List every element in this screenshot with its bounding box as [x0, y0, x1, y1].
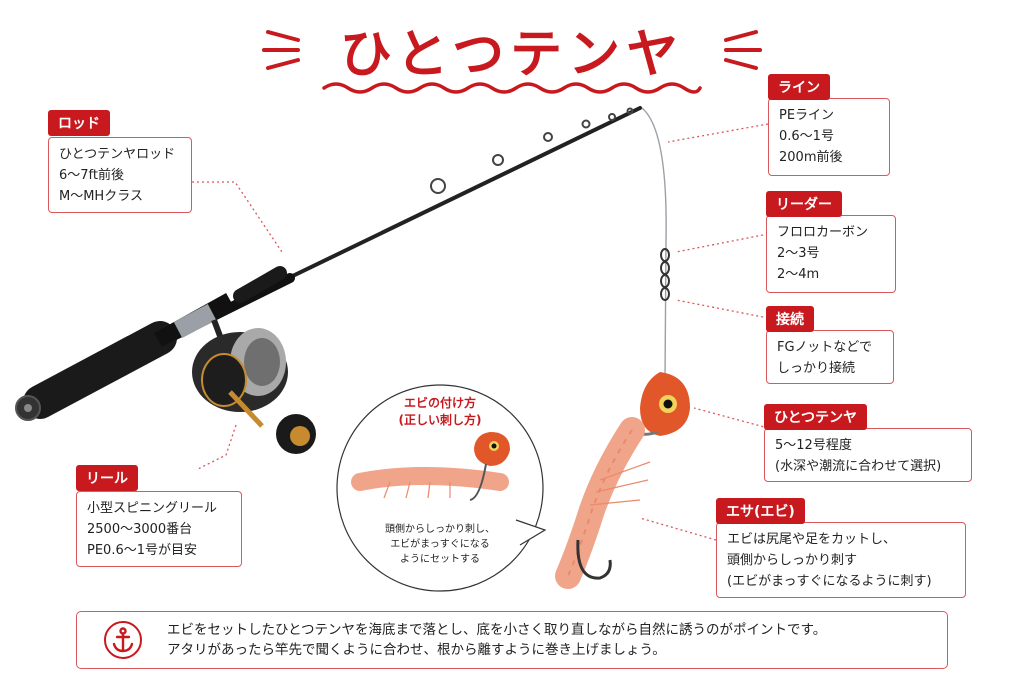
reel-tag: リール: [76, 465, 138, 491]
line-tag: ライン: [768, 74, 830, 100]
tenya-jig-icon: [628, 372, 690, 436]
bait-tag: エサ(エビ): [716, 498, 805, 524]
title-deco-left-icon: [262, 30, 300, 70]
leader-tag: リーダー: [766, 191, 842, 217]
title-deco-right-icon: [724, 30, 762, 70]
bubble-title: エビの付け方 (正しい刺し方): [398, 396, 482, 427]
reel-icon: [192, 318, 316, 454]
title-wave-icon: [322, 82, 702, 94]
tenya-tag: ひとつテンヤ: [764, 404, 868, 430]
rod-icon: [15, 106, 642, 421]
reel-info-box: 小型スピニングリール 2500〜3000番台 PE0.6〜1号が目安: [76, 491, 242, 567]
line-info-box: PEライン 0.6〜1号 200m前後: [768, 98, 890, 176]
rod-info-box: ひとつテンヤロッド 6〜7ft前後 M〜MHクラス: [48, 137, 192, 213]
leader-info-box: フロロカーボン 2〜3号 2〜4m: [766, 215, 896, 293]
swivel-icon: [660, 248, 670, 301]
bottom-note: エビをセットしたひとつテンヤを海底まで落とし、底を小さく取り直しながら自然に誘う…: [76, 611, 948, 669]
knot-tag: 接続: [766, 306, 814, 332]
bait-tip-bubble: [336, 384, 547, 592]
fishing-line: [641, 107, 667, 383]
anchor-icon: [104, 621, 142, 659]
bottom-note-text: エビをセットしたひとつテンヤを海底まで落とし、底を小さく取り直しながら自然に誘う…: [167, 622, 827, 658]
rod-tag: ロッド: [48, 110, 110, 136]
knot-info-box: FGノットなどで しっかり接続: [766, 330, 894, 384]
shrimp-bait-icon: [555, 417, 651, 589]
page-title: ひとつテンヤ: [339, 25, 685, 85]
tenya-info-box: 5〜12号程度 (水深や潮流に合わせて選択): [764, 428, 972, 482]
bait-info-box: エビは尻尾や足をカットし、 頭側からしっかり刺す (エビがまっすぐになるように刺…: [716, 522, 966, 598]
bubble-text: 頭側からしっかり刺し、 エビがまっすぐになる ようにセットする: [385, 524, 495, 565]
